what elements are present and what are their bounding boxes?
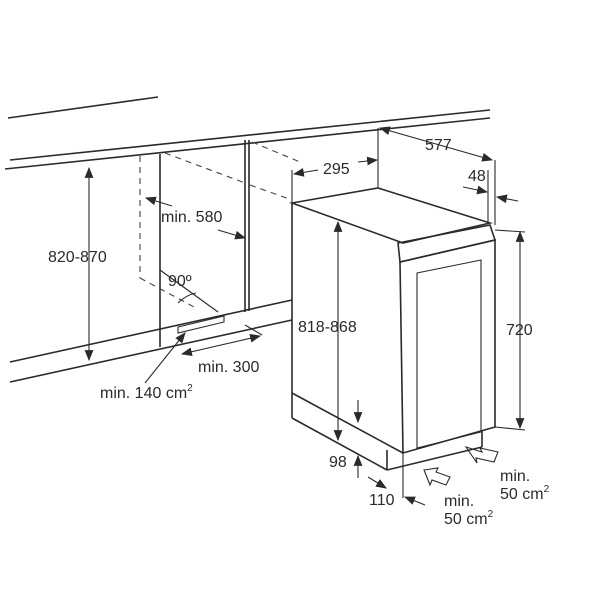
outlet-vent-label-line1: min. [500,468,530,485]
depth-label: 577 [425,137,452,154]
plinth-vent-grille [177,315,225,334]
door-offset-arrow-right [495,194,519,204]
door-offset-arrow-left [462,185,489,195]
width-arrow-right [357,156,379,166]
depth-arrow [378,126,494,162]
plinth-vent-label: min. 140 cm2 [100,383,193,402]
wine-cooler-appliance [288,128,526,498]
inlet-vent-label-line1: min. [444,493,474,510]
plinth-setback-arrow-left [367,476,387,489]
plinth-vent-arrow [144,332,186,384]
kitchen-cabinets [4,96,491,383]
plinth-setback-label: 110 [369,492,395,509]
niche-height-label: 820-870 [48,249,107,266]
appliance-height-label: 818-868 [298,319,357,336]
plinth-depth-arrow [180,333,262,357]
door-offset-label: 48 [468,168,486,185]
plinth-setback-arrow-right [403,496,426,506]
inlet-airflow-icon [423,467,451,487]
door-height-label: 720 [506,322,533,339]
niche-width-label: min. 580 [161,209,222,226]
niche-width-arrow-right [217,229,247,240]
inlet-vent-label-line2: 50 cm2 [444,509,494,528]
width-label: 295 [323,161,350,178]
angle-label: 90º [168,273,192,290]
outlet-vent-label-line2: 50 cm2 [500,484,550,503]
outlet-airflow-icon [464,446,499,464]
plinth-height-label: 98 [329,454,347,471]
plinth-depth-label: min. 300 [198,359,259,376]
niche-width-arrow-left [144,196,173,207]
width-arrow-left [292,168,319,177]
door-glass-panel [416,259,482,449]
